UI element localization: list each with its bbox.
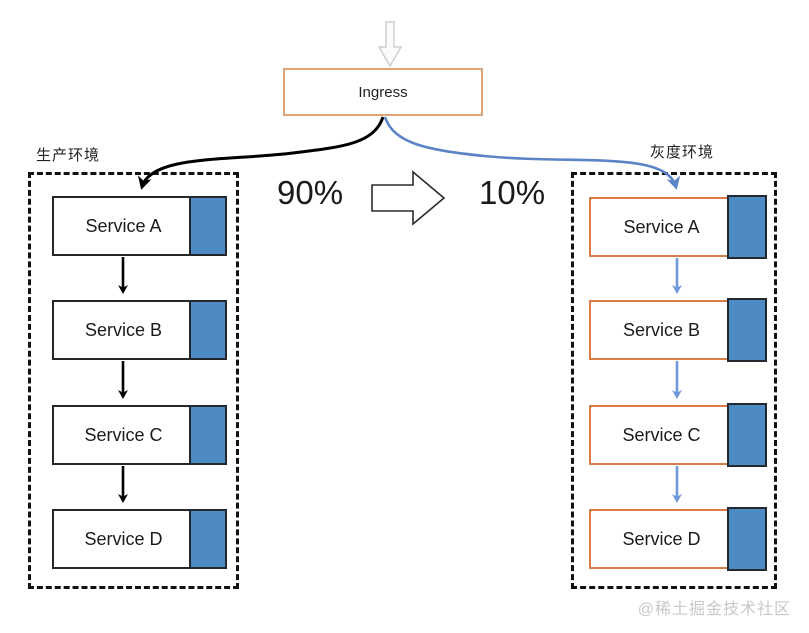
- pod-indicator: [727, 298, 767, 362]
- pod-indicator: [727, 507, 767, 571]
- production-service-b: Service B: [52, 300, 227, 360]
- service-label: Service A: [623, 216, 700, 237]
- ingress-label: Ingress: [358, 83, 408, 101]
- service-label: Service D: [622, 528, 701, 549]
- pod-indicator: [189, 196, 227, 256]
- pod-indicator: [727, 403, 767, 467]
- production-service-a: Service A: [52, 196, 227, 256]
- canary-service-b: Service B: [589, 298, 767, 362]
- service-label: Service B: [622, 319, 701, 340]
- production-env-label: 生产环境: [36, 147, 101, 164]
- canary-traffic-percent: 10%: [479, 174, 546, 211]
- ingress-entry-arrow-icon: [377, 21, 403, 68]
- service-label: Service C: [84, 424, 163, 445]
- ingress-node: Ingress: [283, 68, 483, 116]
- canary-service-a: Service A: [589, 195, 767, 259]
- service-label: Service A: [85, 215, 162, 236]
- canary-env-label: 灰度环境: [650, 144, 715, 161]
- canary-service-c: Service C: [589, 403, 767, 467]
- traffic-split-arrow-icon: [371, 170, 446, 226]
- watermark-text: @稀土掘金技术社区: [637, 601, 791, 618]
- production-service-d: Service D: [52, 509, 227, 569]
- pod-indicator: [189, 300, 227, 360]
- service-label: Service C: [622, 424, 701, 445]
- pod-indicator: [727, 195, 767, 259]
- pod-indicator: [189, 509, 227, 569]
- production-traffic-percent: 90%: [277, 174, 344, 211]
- service-label: Service D: [84, 528, 163, 549]
- production-service-c: Service C: [52, 405, 227, 465]
- pod-indicator: [189, 405, 227, 465]
- service-label: Service B: [84, 319, 163, 340]
- canary-service-d: Service D: [589, 507, 767, 571]
- production-env-box: [28, 172, 239, 589]
